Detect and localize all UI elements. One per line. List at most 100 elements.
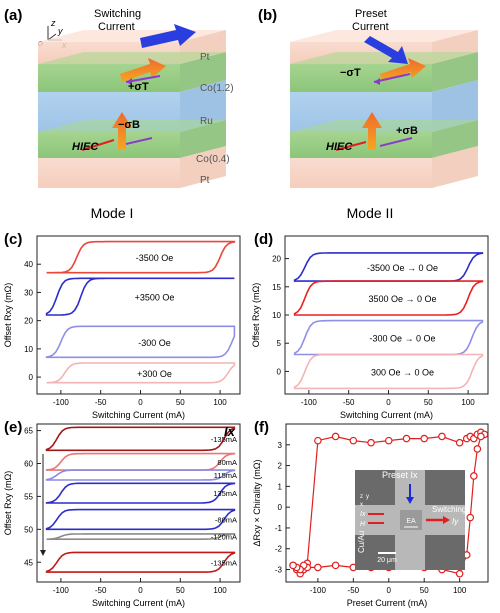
layer-label-pt-top: Pt [200, 52, 210, 63]
x-axis-label: Switching Current (mA) [92, 410, 185, 420]
x-tick-label: 100 [213, 398, 227, 407]
series-label: -300 Oe [138, 338, 171, 348]
data-point [289, 561, 297, 570]
data-point [314, 563, 322, 572]
inset-iy-label: Iy [452, 517, 459, 526]
y-tick-label: 0 [278, 503, 283, 512]
data-point [314, 436, 322, 445]
current-arrow-icon [140, 24, 196, 48]
layer-stack-a [38, 30, 226, 188]
sigma-b-label-b: +σB [396, 125, 418, 137]
y-tick-label: 45 [24, 558, 33, 567]
x-tick-label: 50 [424, 398, 433, 407]
hysteresis-loop [45, 452, 236, 471]
layer-label-pt-bottom: Pt [200, 175, 210, 186]
inset-axis-z: z [360, 494, 363, 500]
current-label-a: Switching [94, 8, 141, 20]
data-point [331, 432, 340, 441]
hysteresis-loop [45, 277, 235, 316]
panel-letter-a: (a) [4, 7, 22, 24]
y-tick-label: 60 [24, 460, 33, 469]
x-tick-label: -50 [95, 586, 107, 595]
y-tick-label: 0 [277, 367, 282, 376]
y-tick-label: 20 [272, 255, 281, 264]
inset-axis-y: y [366, 494, 369, 500]
layer-label-co-bottom: Co [196, 154, 209, 165]
panel-letter: (e) [4, 419, 22, 436]
y-tick-label: -2 [275, 545, 283, 554]
inset-ix-label: Ix [360, 511, 366, 518]
series-label: -300 Oe → 0 Oe [369, 334, 435, 344]
sigma-b-arrow-icon [379, 137, 413, 147]
data-point [402, 434, 411, 443]
data-point [455, 438, 464, 447]
hysteresis-loop [45, 469, 236, 481]
y-tick-label: 3 [278, 441, 283, 450]
series-label: -120mA [211, 533, 237, 542]
layer-thickness-co-top: (1.2) [213, 83, 234, 94]
layer-thickness-co-bottom: (0.4) [209, 154, 230, 165]
hysteresis-loop [45, 508, 236, 531]
series-label: 80mA [217, 458, 237, 467]
preset-current-arrow-icon [406, 497, 414, 504]
inset-axis-x: x [360, 502, 363, 508]
panel-letter-b: (b) [258, 7, 277, 24]
x-axis-label: Switching Current (mA) [340, 410, 433, 420]
current-arrow-icon [364, 36, 408, 64]
trend-arrow-head [40, 550, 46, 556]
x-tick-label: -50 [95, 398, 107, 407]
current-label-b: Preset [355, 8, 387, 20]
axis-y-label: y [57, 26, 63, 36]
switching-current-arrow-icon [443, 516, 450, 524]
data-point [466, 513, 475, 522]
hysteresis-loop [293, 280, 484, 316]
series-label: 115mA [214, 471, 237, 480]
y-tick-label: 50 [24, 525, 33, 534]
x-tick-label: 0 [138, 586, 143, 595]
data-point [477, 432, 485, 441]
h-iec-arrow-icon [335, 141, 367, 151]
inset-switching-label: Switching [432, 505, 466, 514]
sigma-b-label-a: −σB [118, 119, 140, 131]
plot-frame [36, 235, 241, 395]
inset-h-label: H [360, 521, 366, 528]
series-label: -3500 Oe [136, 253, 174, 263]
x-tick-label: -50 [343, 398, 355, 407]
data-point [331, 561, 340, 570]
inset-preset-label: Preset Ix [382, 470, 418, 480]
data-point [455, 569, 464, 578]
hysteresis-loop [46, 533, 236, 540]
data-point [367, 438, 375, 447]
sigma-b-arrow-icon [125, 137, 153, 145]
x-tick-label: -100 [310, 586, 327, 595]
x-tick-label: 0 [386, 398, 391, 407]
panel-a: (a) z y x o Switching Current Pt Co [4, 7, 234, 221]
y-axis-label: ΔRxy × Chirality (mΩ) [252, 460, 262, 547]
inset-scale-label: 20 μm [377, 557, 397, 564]
x-tick-label: 50 [176, 586, 185, 595]
sigma-t-label-b: −σT [340, 67, 361, 79]
x-tick-label: 100 [453, 586, 467, 595]
series-label: -80mA [215, 515, 237, 524]
x-tick-label: 100 [461, 398, 475, 407]
y-tick-label: 5 [277, 339, 282, 348]
hysteresis-loop [45, 482, 236, 504]
axis-z-label: z [50, 18, 56, 28]
panel-letter: (d) [254, 231, 273, 248]
data-point [384, 436, 393, 445]
hysteresis-loop [46, 362, 236, 384]
data-point [473, 445, 482, 453]
x-tick-label: -50 [348, 586, 360, 595]
layer-stack-b [290, 30, 478, 188]
x-tick-label: 0 [387, 586, 392, 595]
y-tick-label: 55 [24, 492, 33, 501]
plot-frame [36, 423, 241, 583]
x-axis-label: Preset Current (mA) [347, 598, 428, 608]
y-tick-label: -3 [275, 566, 283, 575]
magnetization-arrow-top-icon [120, 58, 166, 82]
series-label: +300 Oe [137, 369, 172, 379]
y-axis-label: Offset Rxy (mΩ) [3, 471, 13, 536]
layer-label-co-top: Co [200, 83, 213, 94]
